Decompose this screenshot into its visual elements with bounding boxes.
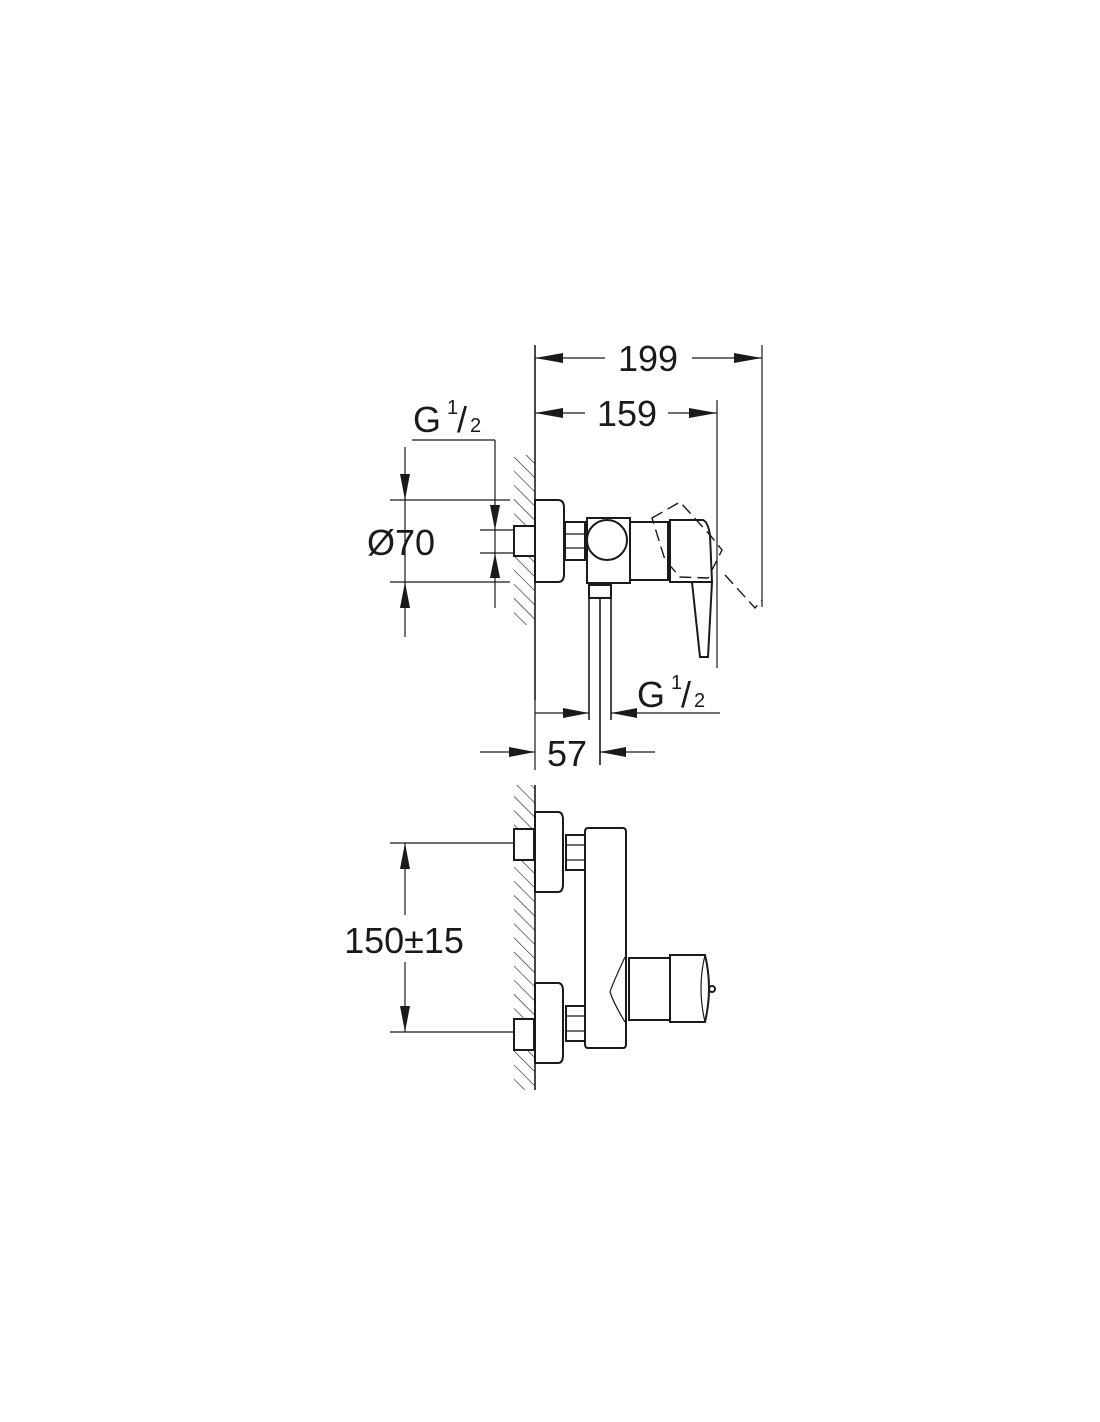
svg-text:/: / <box>681 674 691 715</box>
overall-depth-label: 199 <box>618 338 678 379</box>
mixer-front-view <box>513 811 716 1064</box>
outlet-offset-dimension: 57 <box>480 700 655 774</box>
flange-diameter-dimension: Ø70 <box>367 447 510 637</box>
svg-text:/: / <box>457 399 467 440</box>
body-depth-label: 159 <box>597 393 657 434</box>
wall-hatch <box>514 785 535 1090</box>
svg-text:G: G <box>637 674 665 715</box>
svg-text:2: 2 <box>694 690 705 712</box>
inlet-spacing-label: 150±15 <box>344 920 464 961</box>
mixer-side-view <box>513 499 763 765</box>
flange-diameter-label: Ø70 <box>367 522 435 563</box>
inlet-spacing-dimension: 150±15 <box>344 842 515 1033</box>
svg-text:1: 1 <box>447 397 458 419</box>
svg-text:1: 1 <box>671 672 682 694</box>
inlet-thread-dimension: G 1 / 2 <box>412 397 514 608</box>
dimension-159: 159 <box>535 393 718 668</box>
outlet-thread-dimension: G 1 / 2 <box>535 672 720 718</box>
dimension-199: 199 <box>535 338 763 607</box>
svg-text:G: G <box>413 399 441 440</box>
side-view: 199 159 G 1 / 2 <box>367 338 763 774</box>
front-view: 150±15 <box>344 785 716 1090</box>
svg-text:2: 2 <box>470 415 481 437</box>
outlet-offset-label: 57 <box>547 733 587 774</box>
